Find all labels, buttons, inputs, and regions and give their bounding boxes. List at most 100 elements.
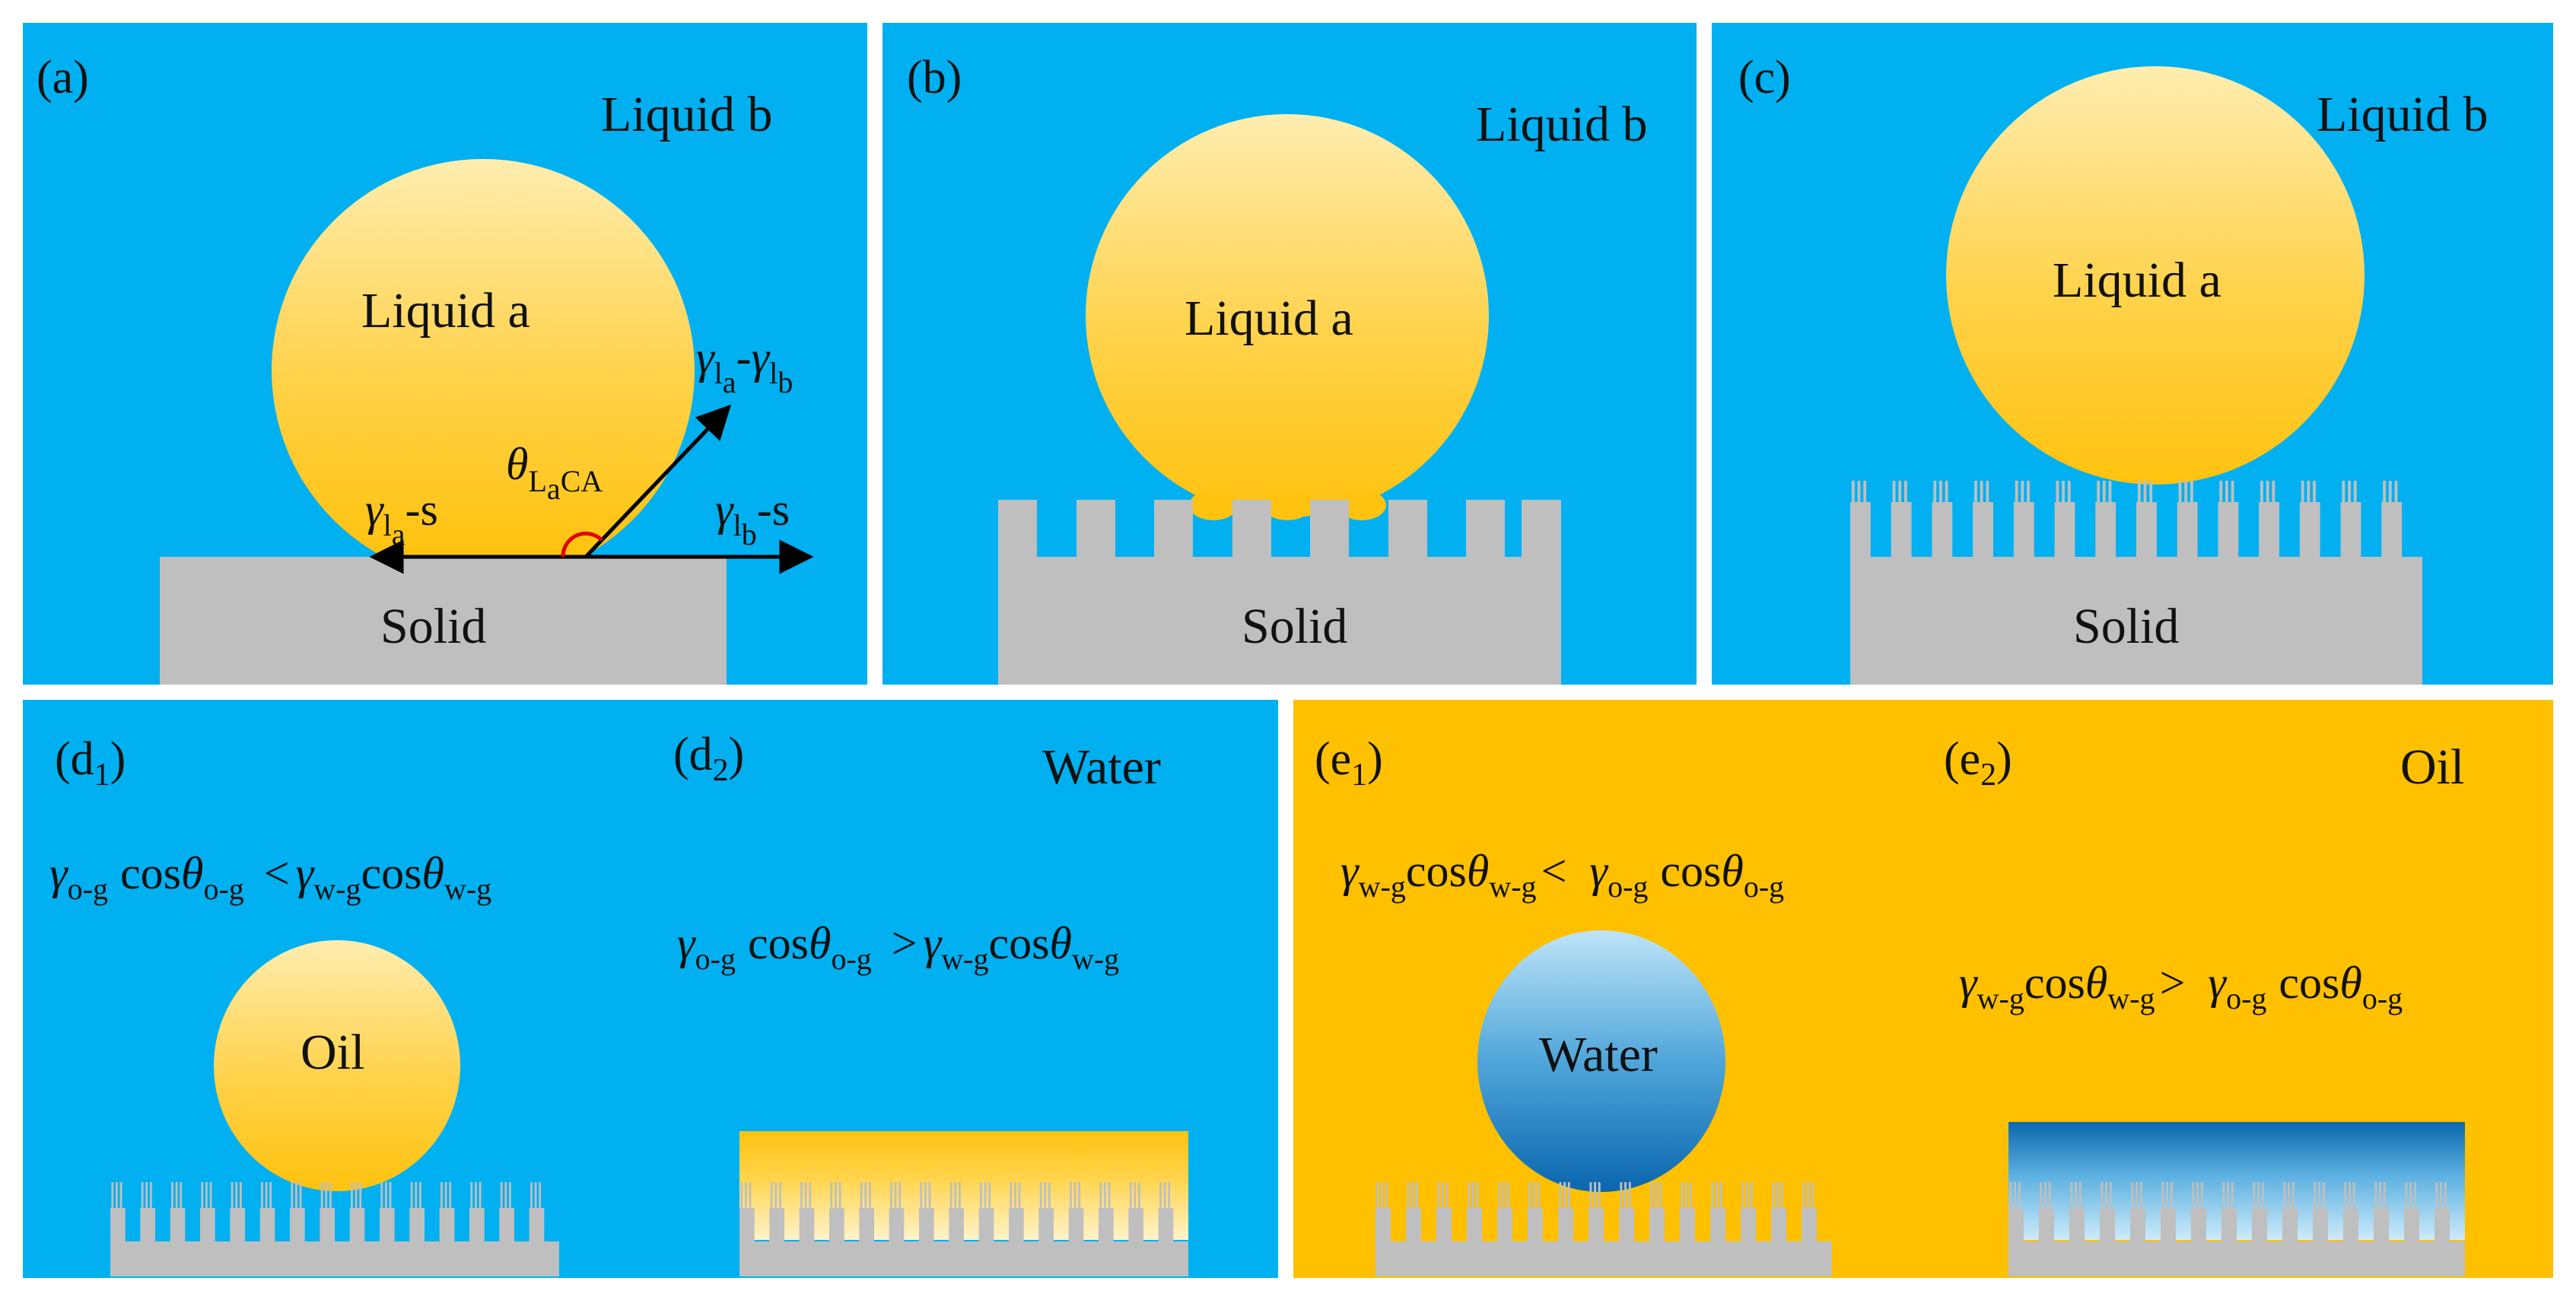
solid-rough-part <box>320 1208 335 1242</box>
solid-rough-part <box>2344 1182 2347 1209</box>
panel-a-gamma-lb-s: γlb-s <box>715 485 790 551</box>
solid-rough-part <box>740 1182 743 1209</box>
solid-rough-part <box>1497 1208 1512 1242</box>
solid-rough-part <box>804 1182 807 1209</box>
solid-rough-part <box>894 1182 897 1209</box>
solid-rough-part <box>500 1182 503 1209</box>
solid-rough-part <box>469 1208 485 1242</box>
solid-rough-part <box>949 1182 952 1209</box>
solid-rough-part <box>980 1182 982 1209</box>
solid-rough-part <box>1070 1182 1072 1209</box>
solid-rough-part <box>1650 1182 1653 1209</box>
solid-rough-part <box>1619 1208 1634 1242</box>
solid-rough-part <box>380 1182 383 1209</box>
solid-rough-part <box>2444 1182 2447 1209</box>
solid-rough-part <box>1939 481 1942 503</box>
solid-rough-part <box>145 1182 148 1209</box>
solid-rough-part <box>175 1182 178 1209</box>
solid-rough-part <box>928 1182 931 1209</box>
solid-rough-part <box>1498 1182 1501 1209</box>
solid-rough-part <box>110 1208 126 1242</box>
panel-a-contact-angle-arc <box>561 531 603 558</box>
solid-rough-part <box>149 1182 152 1209</box>
solid-rough-part <box>1589 1182 1592 1209</box>
panel-b-solid-rough <box>998 500 1561 685</box>
solid-rough-part <box>351 1182 353 1209</box>
panel-c-droplet <box>1946 66 2365 485</box>
solid-rough-part <box>2343 1208 2358 1242</box>
solid-rough-part <box>1863 481 1867 503</box>
solid-rough-part <box>359 1182 362 1209</box>
solid-rough-part <box>954 1182 957 1209</box>
solid-rough-part <box>231 1182 234 1209</box>
panel-a-arrow-la-lb <box>584 404 732 558</box>
solid-rough-part <box>835 1182 837 1209</box>
panel-e1-water-droplet <box>1477 930 1725 1192</box>
panel-a-gamma-la-s: γla-s <box>365 485 438 551</box>
solid-rough-part <box>2097 481 2101 503</box>
solid-rough-part <box>890 1182 892 1209</box>
panel-d-medium-label: Water <box>1042 739 1161 795</box>
solid-rough-part <box>1044 1182 1047 1209</box>
solid-rough-part <box>380 1208 395 1242</box>
panel-c-medium-label: Liquid b <box>2317 87 2489 142</box>
solid-rough-part <box>475 1182 477 1209</box>
solid-rough-part <box>1771 1208 1786 1242</box>
solid-rough-part <box>1476 1182 1479 1209</box>
solid-rough-part <box>1014 1182 1016 1209</box>
solid-rough-part <box>1128 1208 1143 1242</box>
solid-rough-part <box>2340 502 2361 558</box>
solid-rough-part <box>1811 1182 1814 1209</box>
solid-rough-part <box>838 1182 841 1209</box>
panel-a-label: (a) <box>37 52 89 103</box>
solid-rough-part <box>2291 1182 2295 1209</box>
solid-rough-part <box>988 1182 991 1209</box>
solid-rough-part <box>2015 481 2018 503</box>
solid-rough-part <box>239 1182 242 1209</box>
solid-rough-part <box>1506 1182 1509 1209</box>
panel-b-droplet <box>1086 114 1489 517</box>
solid-rough-part <box>1407 1182 1410 1209</box>
panel-b-pillar-meniscus <box>1337 490 1386 520</box>
solid-rough-part <box>1437 1182 1440 1209</box>
solid-rough-part <box>1163 1182 1166 1209</box>
solid-rough-part <box>2009 1182 2012 1209</box>
solid-rough-part <box>889 1208 905 1242</box>
solid-rough-part <box>1559 1182 1562 1209</box>
solid-rough-part <box>2301 481 2304 503</box>
solid-rough-part <box>325 1182 328 1209</box>
solid-rough-part <box>2109 1182 2112 1209</box>
solid-rough-part <box>499 1208 514 1242</box>
solid-rough-part <box>739 1208 755 1242</box>
solid-rough-part <box>1589 1208 1604 1242</box>
panel-a-droplet <box>272 158 695 555</box>
solid-rough-part <box>2353 481 2357 503</box>
solid-rough-part <box>2322 1182 2325 1209</box>
solid-rough-part <box>1746 1182 1748 1209</box>
solid-rough-part <box>2313 481 2316 503</box>
solid-rough-part <box>1445 1182 1449 1209</box>
solid-rough-part <box>2143 481 2147 503</box>
solid-rough-part <box>1099 1182 1102 1209</box>
solid-rough-part <box>1537 1182 1540 1209</box>
solid-rough-part <box>1649 1208 1665 1242</box>
panel-e2-solid-hierarchical <box>2008 1182 2465 1276</box>
solid-rough-part <box>2139 1182 2142 1209</box>
solid-rough-part <box>2261 1182 2264 1209</box>
solid-rough-part <box>868 1182 871 1209</box>
solid-rough-part <box>2413 1182 2416 1209</box>
solid-rough-part <box>1772 1182 1775 1209</box>
solid-rough-part <box>1558 1208 1573 1242</box>
panel-b-solid-label: Solid <box>1242 599 1347 654</box>
solid-rough-part <box>2190 481 2193 503</box>
solid-rough-part <box>2021 481 2024 503</box>
solid-rough-part <box>2044 1182 2046 1209</box>
solid-rough-part <box>1533 1182 1535 1209</box>
solid-rough-part <box>389 1182 392 1209</box>
solid-rough-part <box>320 1182 323 1209</box>
solid-rough-part <box>1137 1182 1140 1209</box>
solid-rough-part <box>2039 1208 2054 1242</box>
solid-rough-part <box>2027 481 2030 503</box>
panel-a-solid-label: Solid <box>380 599 486 654</box>
